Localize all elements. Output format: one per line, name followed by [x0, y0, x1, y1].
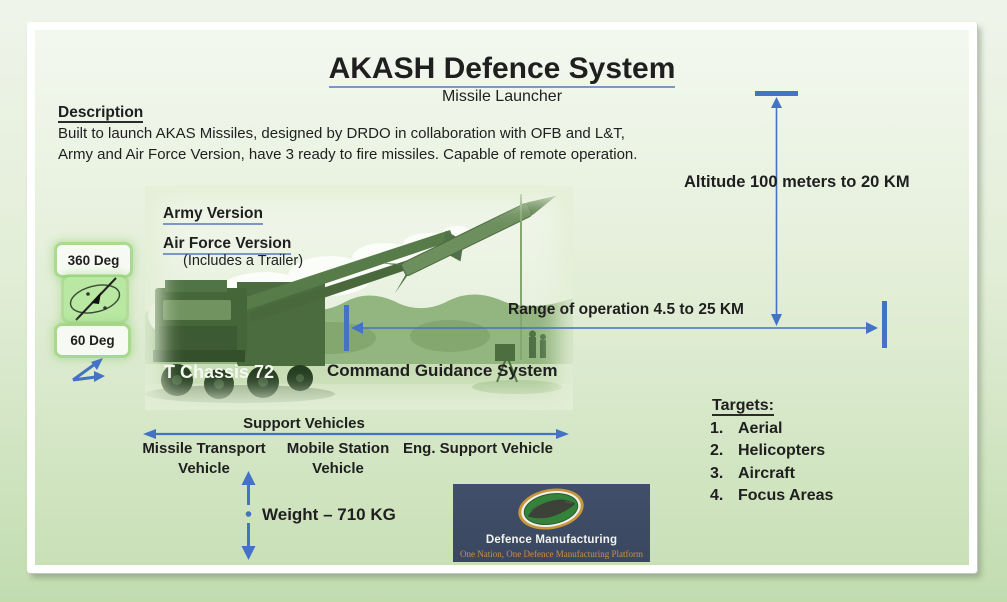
elevation-angle-box	[58, 354, 110, 392]
target-item: 3. Aircraft	[710, 465, 795, 483]
description-body: Built to launch AKAS Missiles, designed …	[58, 125, 638, 163]
vehicle-label-mobile-station: Mobile Station Vehicle	[286, 440, 390, 477]
target-number: 1.	[710, 420, 724, 437]
rotation-360-box: 360 Deg	[57, 245, 130, 275]
target-item: 1. Aerial	[710, 420, 782, 438]
logo-tagline: One Nation, One Defence Manufacturing Pl…	[460, 549, 643, 559]
rotation-axis-box	[64, 277, 126, 321]
guidance-label: Command Guidance System	[327, 361, 558, 380]
target-number: 2.	[710, 442, 724, 459]
support-vehicles-heading: Support Vehicles	[243, 415, 365, 432]
chassis-label: T Chassis 72	[164, 362, 275, 382]
targets-heading: Targets:	[712, 397, 774, 416]
description-heading: Description	[58, 104, 144, 123]
rotation-60-box: 60 Deg	[57, 326, 128, 355]
logo-title: Defence Manufacturing	[485, 534, 618, 546]
defence-manufacturing-logo: Defence Manufacturing One Nation, One De…	[453, 484, 650, 562]
vehicle-label-missile-transport: Missile Transport Vehicle	[142, 440, 266, 477]
air-force-version-label: Air Force Version	[163, 235, 292, 255]
launcher-photo	[145, 186, 573, 410]
target-number: 4.	[710, 487, 724, 504]
vehicle-label-eng-support: Eng. Support Vehicle	[402, 440, 554, 457]
radar-crew-graphic	[472, 194, 562, 394]
target-item: 2. Helicopters	[710, 442, 825, 460]
page-title: AKASH Defence System	[35, 52, 969, 88]
target-number: 3.	[710, 465, 724, 482]
angle-arrow-icon	[72, 358, 105, 382]
weight-label: Weight – 710 KG	[262, 505, 396, 524]
target-label: Aerial	[738, 420, 783, 437]
army-version-label: Army Version	[163, 205, 263, 225]
target-label: Aircraft	[738, 465, 795, 482]
page-title-text: AKASH Defence System	[328, 52, 676, 88]
rotation-axis-icon	[69, 277, 121, 321]
defence-manufacturing-emblem-icon	[518, 488, 584, 530]
altitude-label: Altitude 100 meters to 20 KM	[684, 173, 910, 191]
trailer-note: (Includes a Trailer)	[183, 253, 304, 269]
target-label: Focus Areas	[738, 487, 834, 504]
target-label: Helicopters	[738, 442, 826, 459]
page-subtitle: Missile Launcher	[441, 88, 563, 105]
missile-graphic	[379, 195, 557, 294]
range-label: Range of operation 4.5 to 25 KM	[508, 301, 744, 318]
target-item: 4. Focus Areas	[710, 487, 833, 505]
truck-graphic	[145, 230, 454, 403]
